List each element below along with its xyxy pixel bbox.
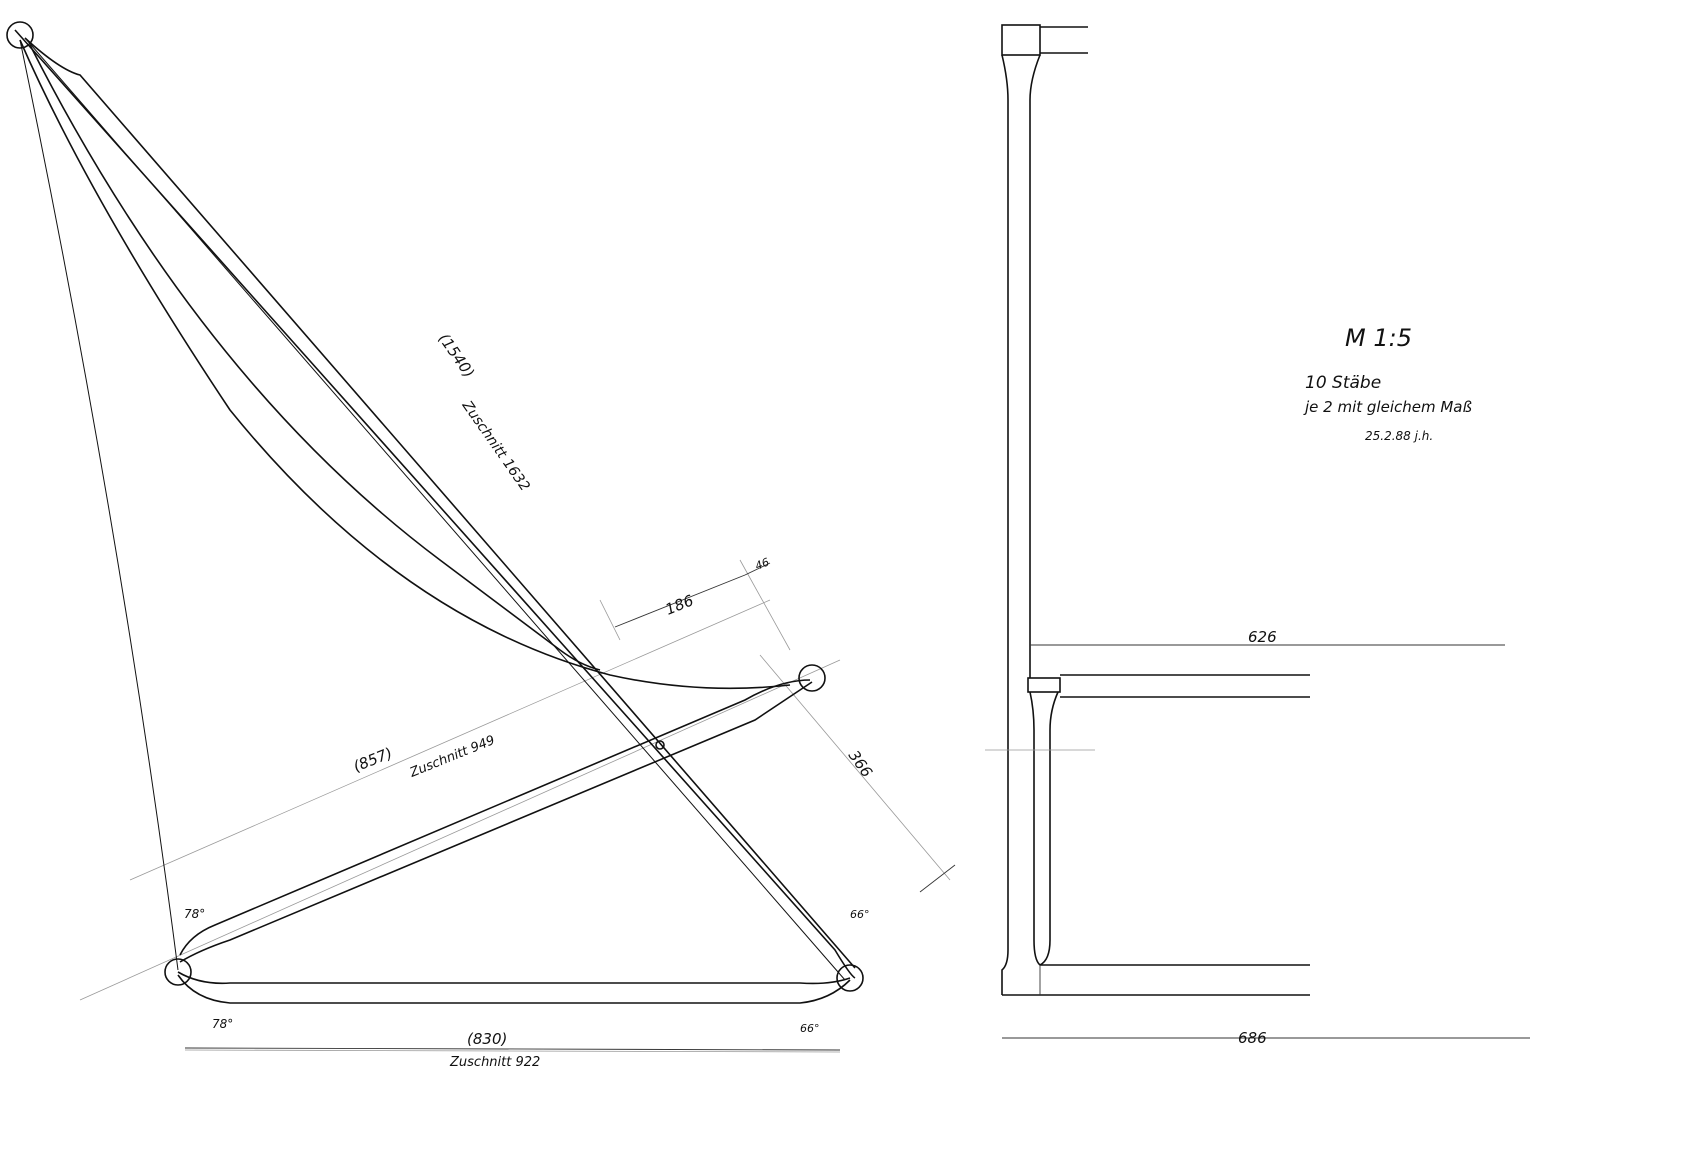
label-middle-cut: Zuschnitt 949: [407, 733, 497, 781]
dim-366: 366: [845, 747, 876, 781]
dimension-lines: [184, 562, 956, 1051]
construction-lines: [79, 559, 951, 1053]
long-bar: [14, 29, 856, 981]
label-middle-nominal: (857): [351, 744, 395, 776]
front-view: [985, 24, 1530, 1039]
pivot-bottom-left: [164, 958, 192, 986]
note-line-2: je 2 mit gleichem Maß: [1303, 398, 1472, 416]
dim-46: 46: [753, 555, 771, 572]
dim-626: 626: [1248, 628, 1277, 646]
middle-bar: [179, 679, 813, 963]
bottom-bar: [177, 971, 851, 1004]
note-line-3: 25.2.88 j.h.: [1365, 429, 1433, 443]
angle-bottom-right: 66°: [800, 1022, 820, 1035]
dim-186: 186: [663, 591, 696, 618]
scale-label: M 1:5: [1345, 324, 1412, 352]
pivot-middle: [798, 664, 826, 692]
angle-top-right: 66°: [850, 908, 870, 921]
pivot-top: [6, 21, 34, 49]
angle-top-left: 78°: [184, 907, 205, 921]
label-long-cut: Zuschnitt 1632: [458, 397, 533, 494]
label-bottom-cut: Zuschnitt 922: [449, 1055, 540, 1070]
dim-686: 686: [1238, 1029, 1267, 1047]
label-long-nominal: (1540): [435, 330, 478, 381]
label-bottom-nominal: (830): [467, 1030, 507, 1048]
note-line-1: 10 Stäbe: [1305, 373, 1381, 393]
pivots: [6, 21, 864, 992]
pivot-bottom-right: [836, 964, 864, 992]
angle-bottom-left: 78°: [212, 1017, 233, 1031]
center-pivot: [655, 740, 665, 750]
